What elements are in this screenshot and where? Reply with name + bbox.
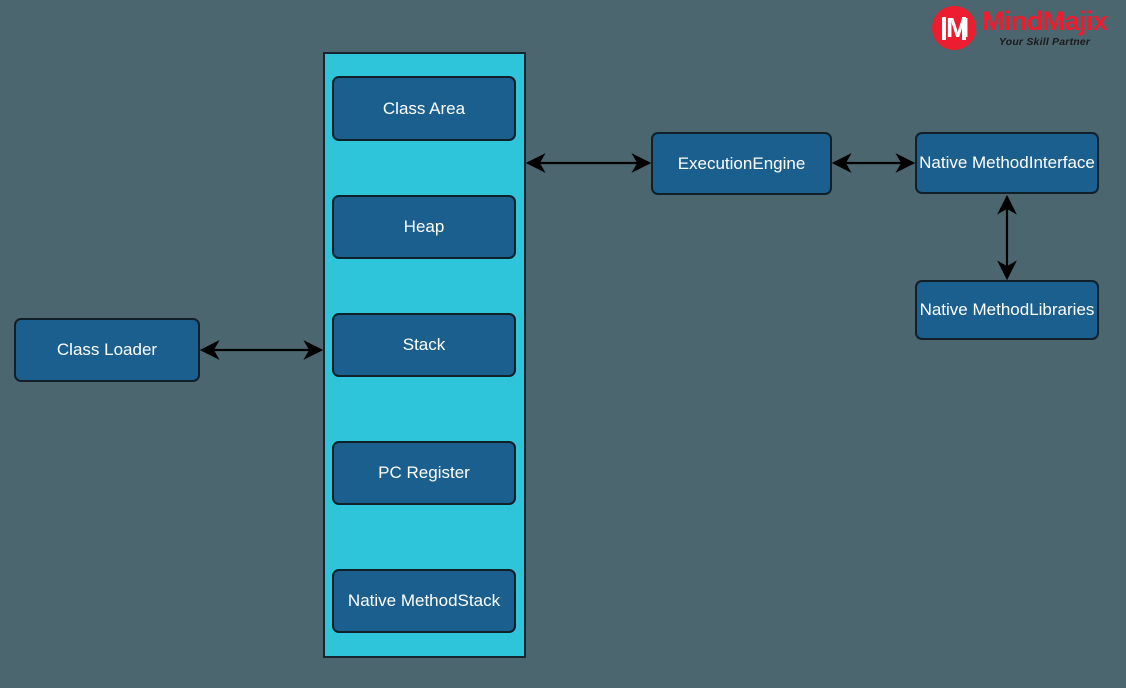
- node-execution-engine-line1: Execution: [677, 153, 753, 173]
- node-native-method-libraries[interactable]: Native Method Libraries: [915, 280, 1099, 340]
- node-native-method-interface-line1: Native Method: [919, 153, 1029, 173]
- node-native-method-interface-line2: Interface: [1028, 153, 1095, 173]
- logo-monogram-letter: M: [946, 12, 969, 43]
- logo-bar-right: [962, 17, 966, 40]
- block-heap[interactable]: Heap: [332, 195, 516, 259]
- logo-text-group: MindMajix Your Skill Partner: [982, 6, 1108, 49]
- node-execution-engine[interactable]: Execution Engine: [651, 132, 832, 195]
- node-native-method-libraries-line1: Native Method: [919, 300, 1030, 320]
- block-native-method-stack[interactable]: Native Method Stack: [332, 569, 516, 633]
- logo-wordmark: MindMajix: [982, 6, 1108, 37]
- logo-bar-left: [942, 17, 946, 40]
- node-native-method-libraries-line2: Libraries: [1029, 300, 1095, 320]
- block-stack[interactable]: Stack: [332, 313, 516, 377]
- block-class-area[interactable]: Class Area: [332, 76, 516, 141]
- block-pc-register[interactable]: PC Register: [332, 441, 516, 505]
- block-native-method-stack-line2: Stack: [457, 591, 501, 611]
- node-native-method-interface[interactable]: Native Method Interface: [915, 132, 1099, 194]
- mindmajix-logo-mark-icon: M: [932, 6, 976, 50]
- logo-tagline: Your Skill Partner: [998, 36, 1091, 49]
- mindmajix-logo: M MindMajix Your Skill Partner: [932, 4, 1108, 52]
- node-execution-engine-line2: Engine: [752, 153, 806, 173]
- block-native-method-stack-line1: Native Method: [347, 591, 458, 611]
- node-class-loader[interactable]: Class Loader: [14, 318, 200, 382]
